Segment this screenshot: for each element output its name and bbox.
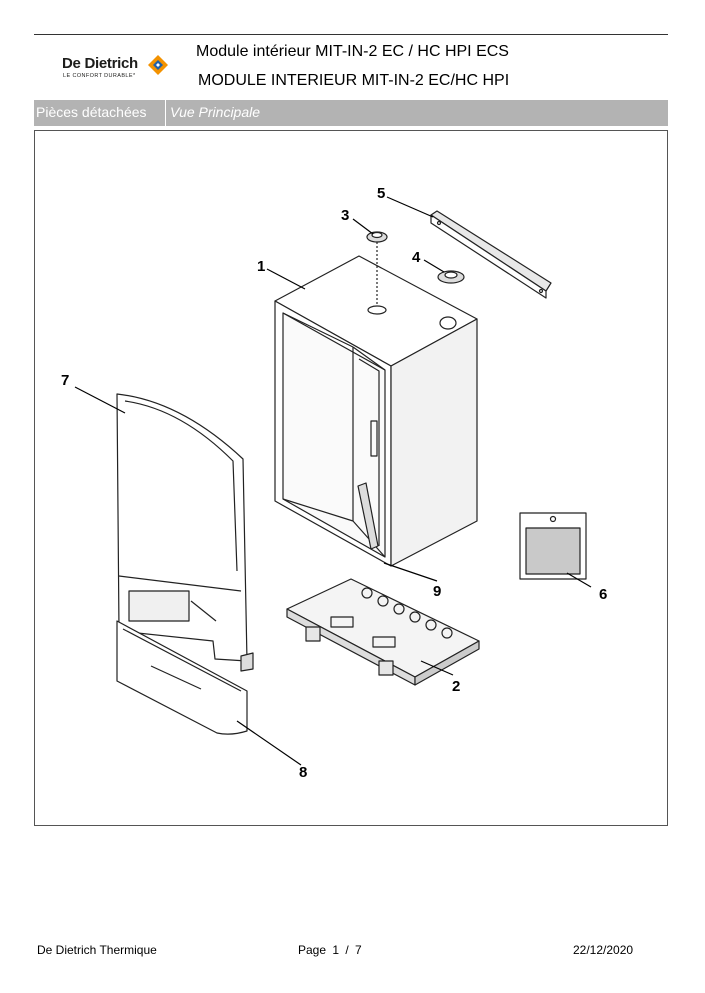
part-front-cover [116, 393, 254, 672]
exploded-view-frame: 1 2 3 4 5 6 7 8 9 [34, 130, 668, 826]
callout-8: 8 [299, 764, 307, 781]
footer-date: 22/12/2020 [573, 943, 634, 957]
section-bar: Pièces détachées Vue Principale [34, 100, 668, 126]
part-grommet-small [366, 231, 388, 306]
part-base-tray [286, 578, 480, 686]
callout-7: 7 [61, 372, 69, 389]
brand-tagline: LE CONFORT DURABLE* [63, 73, 136, 79]
exploded-view-diagram: 1 2 3 4 5 6 7 8 9 [61, 185, 607, 781]
callout-4: 4 [412, 249, 421, 266]
part-lower-cover [116, 620, 248, 735]
part-casing [274, 255, 478, 567]
footer-company: De Dietrich Thermique [37, 943, 157, 957]
part-grommet-large [437, 270, 465, 284]
callout-6: 6 [599, 586, 607, 603]
section-label: Pièces détachées [34, 100, 166, 126]
part-wall-bracket [430, 210, 552, 299]
view-label: Vue Principale [170, 104, 261, 120]
callout-5: 5 [377, 185, 385, 202]
callout-9: 9 [433, 583, 441, 600]
brand-logo: De Dietrich LE CONFORT DURABLE* [62, 55, 172, 85]
callout-3: 3 [341, 207, 349, 224]
diamond-logo-icon [148, 55, 168, 75]
callout-1: 1 [257, 258, 265, 275]
page-subtitle: MODULE INTERIEUR MIT-IN-2 EC/HC HPI [198, 72, 510, 89]
footer-page-number: Page 1 / 7 [298, 943, 362, 957]
page-title: Module intérieur MIT-IN-2 EC / HC HPI EC… [196, 43, 509, 60]
brand-name: De Dietrich [62, 55, 138, 72]
leader-lines [74, 196, 592, 766]
header-rule [34, 34, 668, 35]
callout-2: 2 [452, 678, 460, 695]
part-data-label [519, 512, 587, 580]
